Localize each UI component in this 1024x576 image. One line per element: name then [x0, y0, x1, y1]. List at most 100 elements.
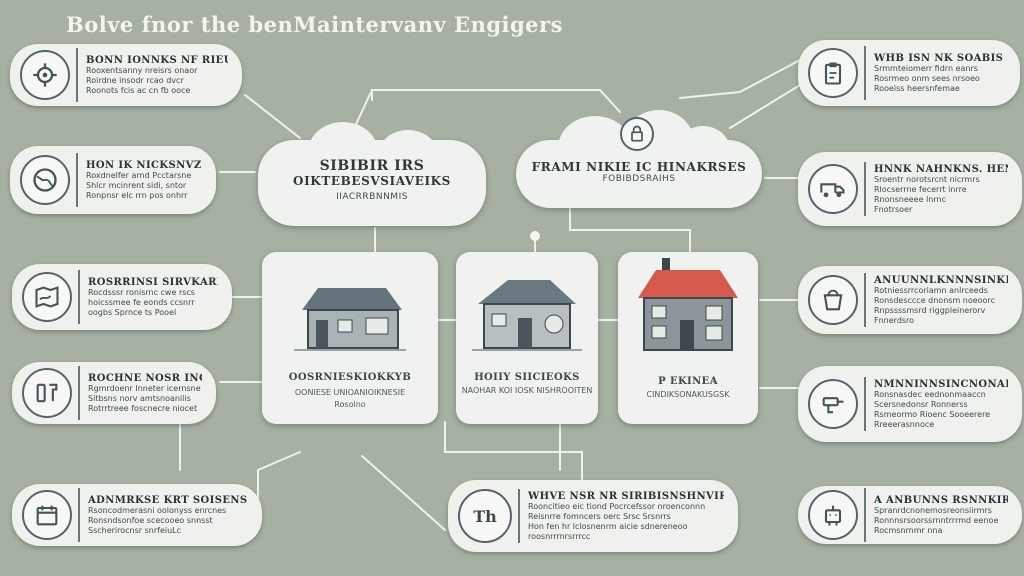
panel-line: Rocmsnrnmr nna [874, 525, 943, 535]
panel-line: Sscherirocnsr snrfeiuLc [88, 525, 182, 535]
cloud-title: FRAMI NIKIE IC HINAKRSES [531, 160, 747, 174]
panel-line: Rosrmeo onm sees nrsoeo [874, 73, 980, 83]
panel-line: Rotniessrrcoriamn anlrceeds [874, 285, 988, 295]
panel-line: Rlocserrne fecerrt inrre [874, 184, 967, 194]
house-1-roof [302, 288, 402, 310]
divider [78, 270, 80, 324]
panel-line: Spranrdcnonemosreonsiirmrs [874, 505, 992, 515]
house-3-icon [638, 258, 738, 351]
panel-line: Ronsndsonfoe scecooeo snnsst [88, 515, 213, 525]
panel-line: Ronsdesccce dnonsm noeoorc [874, 295, 995, 305]
panel-line: Fnotrsoer [874, 204, 913, 214]
panel-line: Ronpnsr elc rrn pos onhrr [86, 190, 188, 200]
panel-line: Srmmteiomerr fidrn eanrs [874, 63, 978, 73]
badge-text: Th [473, 506, 497, 526]
divider [78, 488, 80, 542]
panel-heading: ADNMRKSE KRT SOISENSIS [88, 494, 248, 506]
panel-heading: ANUUNNLKNNNSINKRAIE [874, 274, 1008, 286]
card-heading: P EKINEA [658, 376, 718, 387]
left-panel-3[interactable]: ROSRRINSI SIRVKARIIOS Rocdsssr ronisrnc … [12, 264, 232, 330]
card-heading: HOIIY SIICIEOKS [474, 372, 580, 383]
cloud-subtitle: OIKTEBESVSIAVEIKS [293, 174, 451, 188]
panel-heading: NMNNINNSINCNONAKSIS [874, 378, 1008, 390]
divider [76, 153, 78, 207]
gear-head-icon [20, 50, 70, 100]
panel-heading: HNNK NAHNKNS. HENVNE. IRS [874, 163, 1008, 175]
panel-line: Reisnrre fomncers oerc Srsc Srsnrrs [528, 511, 671, 521]
house-1-icon [294, 288, 406, 351]
card-line: Rosolno [334, 400, 366, 409]
panel-line: roosnrrrnrsrrrcc [528, 531, 591, 541]
panel-heading: WHB ISN NK SOABIS IRSHO [874, 52, 1006, 64]
right-panel-4[interactable]: NMNNINNSINCNONAKSIS Ronsnasdec eednonmaa… [798, 366, 1022, 442]
card-heading: OOSRNIESKIOKKYB [288, 372, 412, 383]
left-panel-2[interactable]: HON IK NICKSNVZI IRCKEEN Roxdnelfer arnd… [10, 146, 216, 214]
card-line: NAOHAR KOI IOSK NISHROOITEN [461, 386, 593, 395]
panel-heading: ROCHNE NOSR INCRCHE [88, 372, 202, 384]
house-2-icon [472, 280, 582, 351]
panel-line: Rsmeormo Rioenc Sooeerere [874, 409, 991, 419]
panel-line: Shlcr mcinrent sidi, sntor [86, 180, 187, 190]
panel-heading: A ANBUNNS RSNNKIRS [874, 494, 1008, 506]
cloud-caption: FOBIBDSRAIHS [602, 174, 676, 184]
panel-line: Rooxentsanny nreisrs onaor [86, 65, 198, 75]
left-panel-4[interactable]: ROCHNE NOSR INCRCHE Rgmrdoenr Inneter ic… [12, 362, 216, 424]
bottom-center-panel[interactable]: Th WHVE NSR NR SIRIBISNSHNVIRKS Roonciti… [448, 480, 738, 552]
left-panel-5[interactable]: ADNMRKSE KRT SOISENSIS Rsoncodmerasni oo… [12, 484, 262, 546]
panel-line: Rooeiss heersnfemae [874, 83, 960, 93]
panel-line: Rocdsssr ronisrnc cwe rscs [88, 287, 195, 297]
clipboard-icon [808, 48, 858, 98]
panel-heading: HON IK NICKSNVZI IRCKEEN [86, 159, 202, 171]
left-cloud[interactable]: SIBIBIR IRS OIKTEBESVSIAVEIKS IIACRRBNNM… [258, 122, 486, 226]
divider [76, 48, 78, 102]
panel-line: Roxdnelfer arnd Pcctarsne [86, 170, 192, 180]
panel-line: Ronnnsrsoorssrnntrrrmd eenoe [874, 515, 999, 525]
panel-line: Roirdne insodr rcao dvcr [86, 75, 184, 85]
panel-line: Sroentr norotsrcnt nicrmrs [874, 174, 980, 184]
right-panel-3[interactable]: ANUUNNLKNNNSINKRAIE Rotniessrrcoriamn an… [798, 266, 1022, 334]
van-icon [808, 164, 858, 214]
panel-heading: ROSRRINSI SIRVKARIIOS [88, 276, 218, 288]
panel-line: Rsoncodmerasni oolonyss enrcnes [88, 505, 227, 515]
card-line: OONIESE UNIOANIOIKNESIE [294, 388, 406, 397]
panel-line: Rotrrtreee foscnecre niocet [88, 403, 198, 413]
card-line: CINDIKSONAKUSGSK [646, 390, 730, 399]
divider [518, 489, 520, 543]
page-title: Bolve fnor the benMaintervanv Engigers [66, 12, 563, 37]
cloud-caption: IIACRRBNNMIS [336, 192, 408, 202]
tools-icon [22, 368, 72, 418]
panel-line: Rooncitieo eic tiond Pocrcefssor nroenco… [528, 501, 706, 511]
right-panel-2[interactable]: HNNK NAHNKNS. HENVNE. IRS Sroentr norots… [798, 152, 1022, 226]
house-2-roof [478, 280, 576, 304]
panel-heading: BONN IONNKS NF RIEUNONI [86, 54, 228, 66]
house-card-3[interactable]: P EKINEA CINDIKSONAKUSGSK [618, 252, 758, 424]
house-3-roof [638, 270, 738, 298]
panel-line: Scersnedonsr Ronnerss [874, 399, 968, 409]
cloud-title: SIBIBIR IRS [319, 158, 425, 174]
panel-heading: WHVE NSR NR SIRIBISNSHNVIRKS [528, 490, 724, 502]
right-panel-5[interactable]: A ANBUNNS RSNNKIRS Spranrdcnonemosreonsi… [798, 486, 1022, 544]
panel-line: Rnpssssmsrd riggpleinerorv [874, 305, 986, 315]
globe-icon [20, 155, 70, 205]
panel-line: Sitbsns norv amtsnoanilis [88, 393, 191, 403]
divider [864, 488, 866, 542]
panel-line: oogbs Sprnce ts Pooel [88, 307, 177, 317]
panel-line: Rgmrdoenr Inneter icernsne [88, 383, 201, 393]
panel-line: Roonots fcis ac cn fb ooce [86, 85, 191, 95]
calendar-icon [22, 490, 72, 540]
panel-line: Rreeerasnnoce [874, 419, 935, 429]
divider [864, 273, 866, 327]
panel-line: hoicssmee fe eonds ccsnrr [88, 297, 195, 307]
shop-icon: Th [458, 489, 512, 543]
panel-line: Ronsnasdec eednonmaaccn [874, 389, 986, 399]
drill-icon [808, 379, 858, 429]
panel-line: Rnonsneeee lnrnc [874, 194, 946, 204]
right-cloud[interactable]: FRAMI NIKIE IC HINAKRSES FOBIBDSRAIHS [516, 110, 762, 208]
right-panel-1[interactable]: WHB ISN NK SOABIS IRSHO Srmmteiomerr fid… [798, 40, 1020, 106]
house-card-1[interactable]: OOSRNIESKIOKKYB OONIESE UNIOANIOIKNESIE … [262, 252, 438, 424]
left-panel-1[interactable]: BONN IONNKS NF RIEUNONI Rooxentsanny nre… [10, 44, 242, 106]
map-icon [22, 272, 72, 322]
house-card-2[interactable]: HOIIY SIICIEOKS NAOHAR KOI IOSK NISHROOI… [456, 252, 598, 424]
divider [78, 366, 80, 420]
